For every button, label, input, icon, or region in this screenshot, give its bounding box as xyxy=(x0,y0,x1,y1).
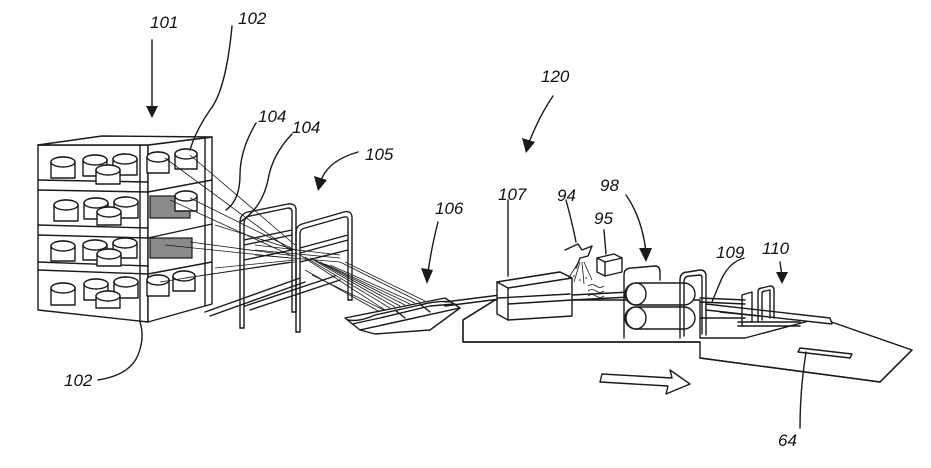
creel-rack xyxy=(38,136,212,322)
label-109: 109 xyxy=(716,243,745,262)
label-105: 105 xyxy=(365,145,394,164)
label-94: 94 xyxy=(557,186,576,205)
composite-rod xyxy=(706,304,832,324)
label-95: 95 xyxy=(594,209,613,228)
label-102-bottom: 102 xyxy=(64,371,93,390)
label-104-b: 104 xyxy=(292,118,320,137)
additive-box xyxy=(597,254,622,276)
guide-frame-2 xyxy=(296,212,352,332)
label-110: 110 xyxy=(762,239,790,258)
label-106: 106 xyxy=(435,199,464,218)
label-104-a: 104 xyxy=(258,107,286,126)
label-101: 101 xyxy=(150,13,178,32)
label-102-top: 102 xyxy=(238,9,267,28)
label-98: 98 xyxy=(600,176,619,195)
pultrusion-die xyxy=(497,272,572,320)
label-64: 64 xyxy=(778,431,797,450)
cured-strand xyxy=(572,285,630,301)
label-107: 107 xyxy=(498,185,527,204)
sprayer-nozzle xyxy=(565,244,592,284)
puller-rollers xyxy=(624,266,745,338)
direction-arrow xyxy=(600,370,690,394)
label-120: 120 xyxy=(541,67,570,86)
